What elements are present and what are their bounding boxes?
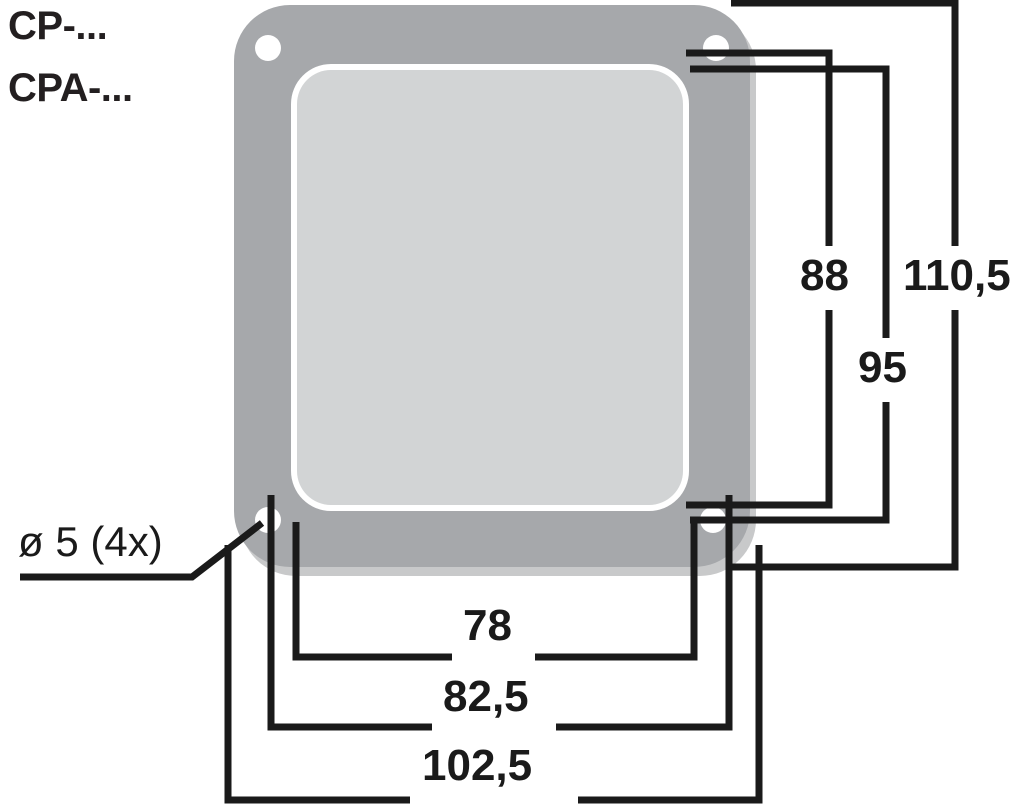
dimension-bracket-88 [686, 49, 833, 509]
dimension-value-88: 88 [800, 251, 849, 300]
dim-88-lower-leg [686, 310, 833, 509]
dimension-value-78: 78 [463, 601, 512, 650]
dim-78-left-leg [292, 522, 452, 661]
dim-102-5-left-leg [224, 545, 410, 804]
dimension-bracket-102-5 [224, 545, 763, 804]
dim-88-upper-leg [686, 49, 833, 246]
dimension-bracket-110-5 [731, 0, 959, 571]
part-label-cpa: CPA-... [8, 66, 133, 110]
dim-95-lower-leg [690, 402, 890, 524]
dimension-bracket-82-5 [267, 495, 733, 731]
inner-panel [297, 70, 683, 505]
dimension-value-102-5: 102,5 [422, 741, 533, 790]
dim-78-right-leg [535, 522, 698, 661]
dim-82-5-left-leg [267, 495, 432, 731]
dimension-bracket-95 [690, 65, 890, 524]
dim-110-5-lower-leg [731, 310, 959, 571]
dim-95-upper-leg [690, 65, 890, 338]
hole-top-left [255, 35, 281, 61]
dimension-bracket-78 [292, 522, 698, 661]
dimension-value-110-5: 110,5 [903, 251, 1011, 300]
leader-line [20, 520, 265, 581]
hole-top-right [703, 35, 729, 61]
dimension-value-95: 95 [858, 343, 907, 392]
dim-102-5-right-leg [578, 545, 763, 804]
hole-diameter-callout: ø 5 (4x) [18, 518, 163, 565]
dim-110-5-upper-leg [731, 0, 959, 246]
part-label-cp: CP-... [8, 4, 108, 48]
dim-82-5-right-leg [556, 495, 733, 731]
dimension-value-82-5: 82,5 [443, 672, 529, 721]
hole-callout-leader [20, 520, 265, 581]
